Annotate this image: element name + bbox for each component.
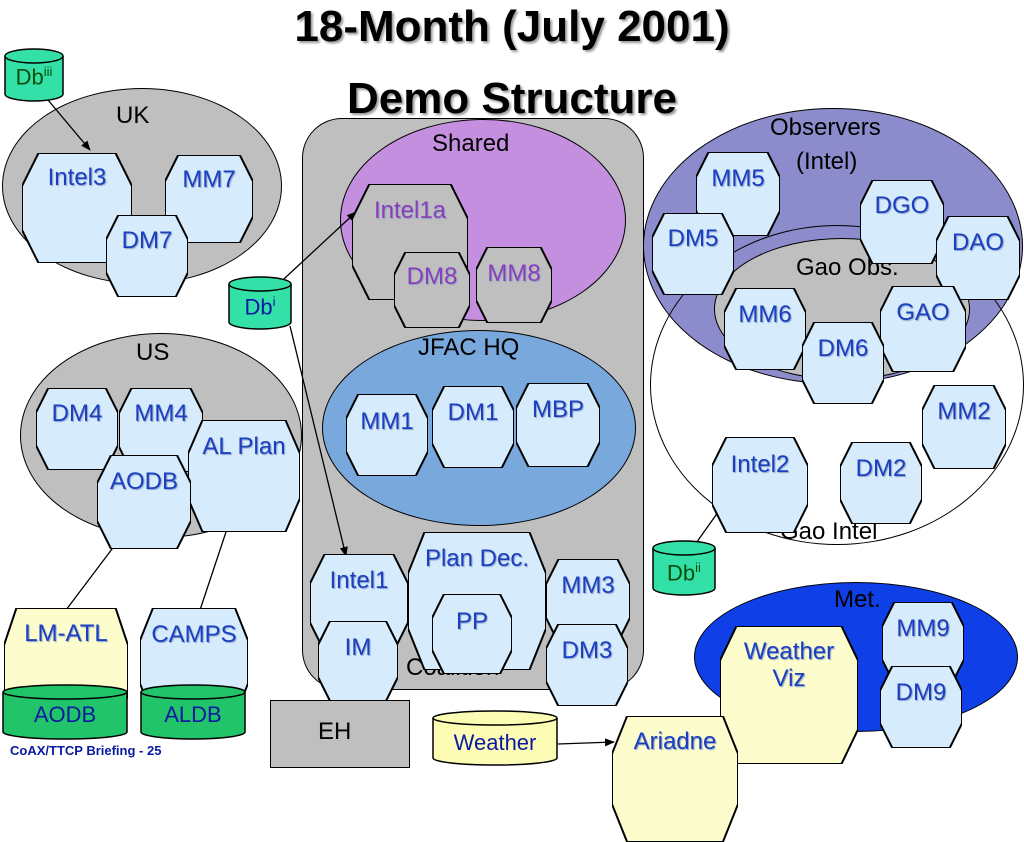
node-dm3[interactable]: DM3 bbox=[546, 624, 628, 706]
database-db-i[interactable]: Dbi bbox=[228, 276, 292, 330]
db-iii-sup: iii bbox=[43, 64, 53, 79]
node-plan-dec[interactable]: Plan Dec. bbox=[408, 532, 546, 670]
db-i-sup: i bbox=[272, 294, 276, 309]
weather-viz-line-1: Weather bbox=[743, 638, 835, 665]
database-db-ii[interactable]: Dbii bbox=[652, 540, 716, 596]
uk-label: UK bbox=[116, 102, 150, 129]
node-mm4[interactable]: MM4 bbox=[119, 388, 203, 472]
observers-label-line-2: (Intel) bbox=[796, 148, 858, 175]
weather-viz-line-2: Viz bbox=[772, 665, 806, 692]
met-label: Met. bbox=[834, 586, 881, 613]
node-dm9[interactable]: DM9 bbox=[880, 666, 962, 748]
db-iii-label: Db bbox=[15, 64, 44, 90]
db-i-label: Db bbox=[244, 294, 273, 320]
node-intel1a[interactable]: Intel1a bbox=[352, 184, 468, 300]
node-mm2[interactable]: MM2 bbox=[922, 385, 1006, 469]
node-dao[interactable]: DAO bbox=[936, 216, 1020, 300]
jfac-label: JFAC HQ bbox=[418, 334, 520, 361]
db-ii-sup: ii bbox=[695, 560, 701, 575]
node-dgo[interactable]: DGO bbox=[860, 180, 944, 264]
footer-text: CoAX/TTCP Briefing - 25 bbox=[10, 743, 162, 758]
node-dm5[interactable]: DM5 bbox=[652, 213, 734, 295]
node-mm6[interactable]: MM6 bbox=[724, 288, 806, 370]
node-mm3[interactable]: MM3 bbox=[546, 559, 630, 643]
database-db-iii[interactable]: Dbiii bbox=[4, 48, 64, 102]
node-mm9[interactable]: MM9 bbox=[882, 602, 964, 684]
node-lm-atl[interactable]: LM-ATL bbox=[4, 608, 128, 732]
node-aodb[interactable]: AODB bbox=[97, 455, 191, 549]
node-dm7[interactable]: DM7 bbox=[106, 215, 188, 297]
node-im[interactable]: IM bbox=[318, 621, 398, 701]
node-intel3[interactable]: Intel3 bbox=[22, 153, 132, 263]
title-line-1: 18-Month (July 2001) bbox=[294, 2, 730, 51]
node-ariadne[interactable]: Ariadne bbox=[612, 716, 738, 842]
observers-label-line-1: Observers bbox=[770, 114, 881, 141]
node-mm1[interactable]: MM1 bbox=[346, 394, 428, 476]
node-dm6[interactable]: DM6 bbox=[802, 322, 884, 404]
node-dm2[interactable]: DM2 bbox=[840, 442, 922, 524]
database-weather[interactable]: Weather bbox=[432, 710, 558, 766]
node-al-plan[interactable]: AL Plan bbox=[188, 420, 300, 532]
line-weather-ariadne bbox=[557, 738, 615, 747]
database-aldb[interactable]: ALDB bbox=[140, 684, 246, 740]
node-mm8[interactable]: MM8 bbox=[476, 247, 552, 323]
node-intel1[interactable]: Intel1 bbox=[310, 554, 408, 652]
node-dm8[interactable]: DM8 bbox=[394, 252, 470, 328]
db-ii-label: Db bbox=[667, 560, 696, 586]
node-pp[interactable]: PP bbox=[432, 594, 512, 674]
database-aodb[interactable]: AODB bbox=[2, 684, 128, 740]
node-intel2[interactable]: Intel2 bbox=[712, 437, 808, 533]
us-label: US bbox=[136, 339, 170, 366]
node-mm5[interactable]: MM5 bbox=[696, 152, 780, 236]
title-line-2: Demo Structure bbox=[346, 74, 678, 123]
node-dm4[interactable]: DM4 bbox=[36, 388, 118, 470]
node-dm1[interactable]: DM1 bbox=[432, 386, 514, 468]
node-mm7[interactable]: MM7 bbox=[165, 155, 253, 243]
node-camps[interactable]: CAMPS bbox=[140, 608, 248, 716]
node-gao[interactable]: GAO bbox=[880, 286, 966, 372]
shared-label: Shared bbox=[432, 130, 510, 157]
eh-label: EH bbox=[318, 718, 352, 745]
node-mbp[interactable]: MBP bbox=[516, 383, 600, 467]
